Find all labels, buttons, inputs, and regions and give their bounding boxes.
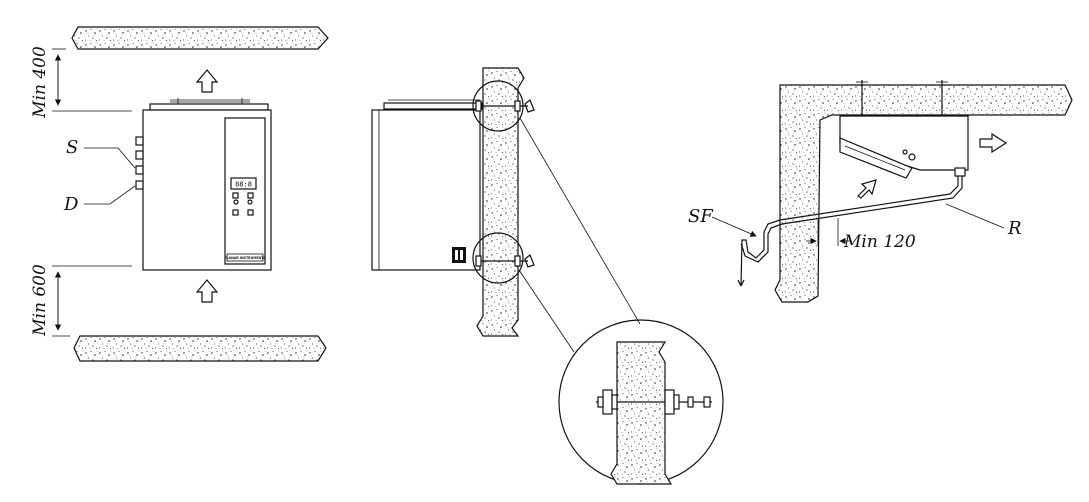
control-panel xyxy=(224,117,266,265)
side-view xyxy=(371,67,724,485)
ceiling-view: Min 120 SF R xyxy=(688,80,1073,303)
wall-section xyxy=(476,67,525,337)
floor-slab-bottom xyxy=(73,335,327,362)
airflow-up-arrow-top xyxy=(195,69,219,93)
evaporator-unit xyxy=(839,115,969,171)
magnified-wall xyxy=(610,341,673,485)
detail-circle-bottom xyxy=(472,232,524,284)
controller-display xyxy=(230,177,257,190)
ceiling-and-wall-section xyxy=(774,84,1073,303)
suction-port xyxy=(135,136,144,146)
unit-side xyxy=(371,109,481,271)
label-min-400: Min 400 xyxy=(30,46,50,119)
display-readout: 88:8 xyxy=(235,181,252,189)
front-view: Min 400 Min 600 88:8 PLANAR INSTRUMENTS xyxy=(30,26,329,362)
drain-pipe xyxy=(740,172,959,287)
label-siphon: SF xyxy=(688,206,714,227)
unit-tag xyxy=(452,247,466,263)
label-min-600: Min 600 xyxy=(30,264,50,337)
ceiling-slab-top xyxy=(71,26,329,50)
brand-plate: PLANAR INSTRUMENTS xyxy=(224,256,266,260)
label-return: R xyxy=(1007,218,1022,239)
label-suction: S xyxy=(66,137,78,158)
detail-circle-top xyxy=(472,80,524,132)
airflow-in-arrow xyxy=(857,179,877,199)
label-min-120: Min 120 xyxy=(843,232,916,252)
airflow-out-arrow xyxy=(979,132,1008,154)
airflow-up-arrow-bottom xyxy=(195,279,219,303)
discharge-port xyxy=(135,180,144,190)
label-discharge: D xyxy=(63,194,79,215)
